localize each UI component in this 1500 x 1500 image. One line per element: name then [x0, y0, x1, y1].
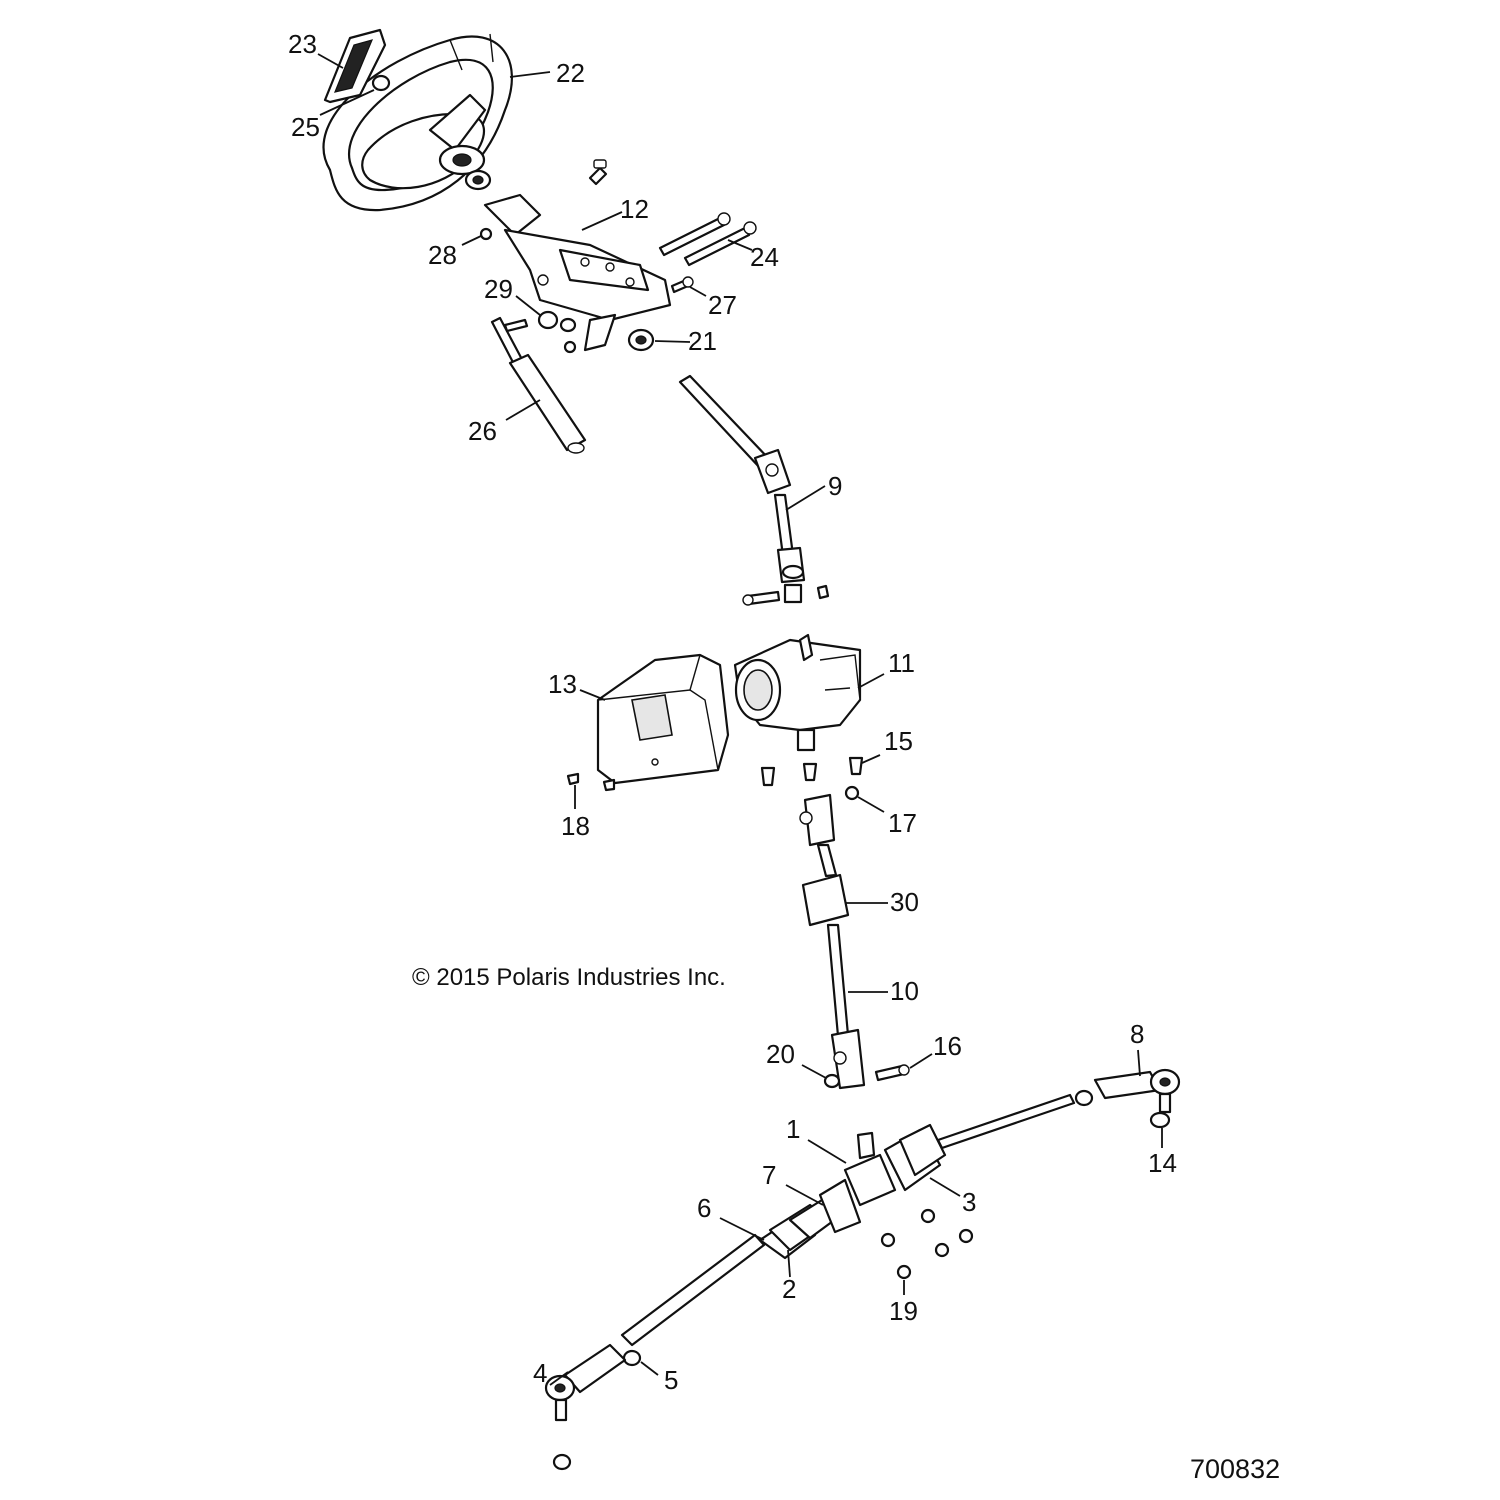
- eps-mounting-bolts: [760, 756, 864, 787]
- callout-30: 30: [890, 887, 919, 917]
- leader-lines: [317, 53, 1163, 1386]
- copyright-notice: © 2015 Polaris Industries Inc.: [412, 964, 726, 991]
- shaft-pinch-bolt-lower: [874, 1064, 910, 1082]
- electric-power-steering-unit: [733, 633, 862, 752]
- cover-screws: [566, 772, 616, 792]
- callout-28: 28: [428, 240, 457, 270]
- callout-4: 4: [533, 1358, 547, 1388]
- tilt-gas-strut: [490, 316, 587, 454]
- callout-24: 24: [750, 242, 779, 272]
- callout-8: 8: [1130, 1019, 1144, 1049]
- tie-rod-jam-nut-right: [1074, 1089, 1094, 1107]
- callout-22: 22: [556, 58, 585, 88]
- callout-19: 19: [889, 1296, 918, 1326]
- wheel-bushing: [464, 169, 492, 191]
- callout-13: 13: [548, 669, 577, 699]
- callout-20: 20: [766, 1039, 795, 1069]
- steering-wheel: [322, 33, 513, 212]
- callout-1: 1: [786, 1114, 800, 1144]
- callout-23: 23: [288, 29, 317, 59]
- callout-10: 10: [890, 976, 919, 1006]
- upper-steering-shaft: [678, 374, 830, 606]
- callout-21: 21: [688, 326, 717, 356]
- tie-rod-end-right: [1093, 1068, 1181, 1129]
- callout-labels: 23 22 25 12 28 24 29 27 21 26 9 11 13 15…: [288, 29, 1177, 1395]
- bracket-screw: [670, 276, 694, 294]
- callout-25: 25: [291, 112, 320, 142]
- callout-2: 2: [782, 1274, 796, 1304]
- rack-mounting-nuts: [880, 1208, 974, 1280]
- steering-wheel-center-cap: [323, 28, 387, 104]
- callout-26: 26: [468, 416, 497, 446]
- tie-rod-jam-nut-left: [622, 1349, 642, 1367]
- eps-cover: [596, 653, 730, 785]
- bracket-bushings: [537, 310, 577, 354]
- callout-11: 11: [888, 648, 915, 678]
- callout-18: 18: [561, 811, 590, 841]
- callout-6: 6: [697, 1193, 711, 1223]
- column-bearing: [627, 328, 655, 352]
- callout-16: 16: [933, 1031, 962, 1061]
- shaft-pinch-bolt-upper: [844, 785, 860, 801]
- callout-7: 7: [762, 1160, 776, 1190]
- shaft-lower-nut: [823, 1073, 841, 1089]
- callout-29: 29: [484, 274, 513, 304]
- steering-wheel-nut: [371, 74, 391, 92]
- callout-14: 14: [1148, 1148, 1177, 1178]
- diagram-number: 700832: [1190, 1454, 1280, 1484]
- callout-5: 5: [664, 1365, 678, 1395]
- small-bolt-top: [588, 159, 608, 186]
- long-bolts: [658, 212, 757, 267]
- callout-9: 9: [828, 471, 842, 501]
- intermediate-steering-shaft: [799, 793, 866, 1090]
- callout-17: 17: [888, 808, 917, 838]
- steering-column-bracket: [483, 193, 672, 352]
- steering-rack: [620, 1093, 1076, 1347]
- tie-rod-end-left: [544, 1343, 627, 1471]
- bracket-small-nut: [479, 227, 493, 241]
- callout-3: 3: [962, 1187, 976, 1217]
- callout-12: 12: [620, 194, 649, 224]
- callout-27: 27: [708, 290, 737, 320]
- callout-15: 15: [884, 726, 913, 756]
